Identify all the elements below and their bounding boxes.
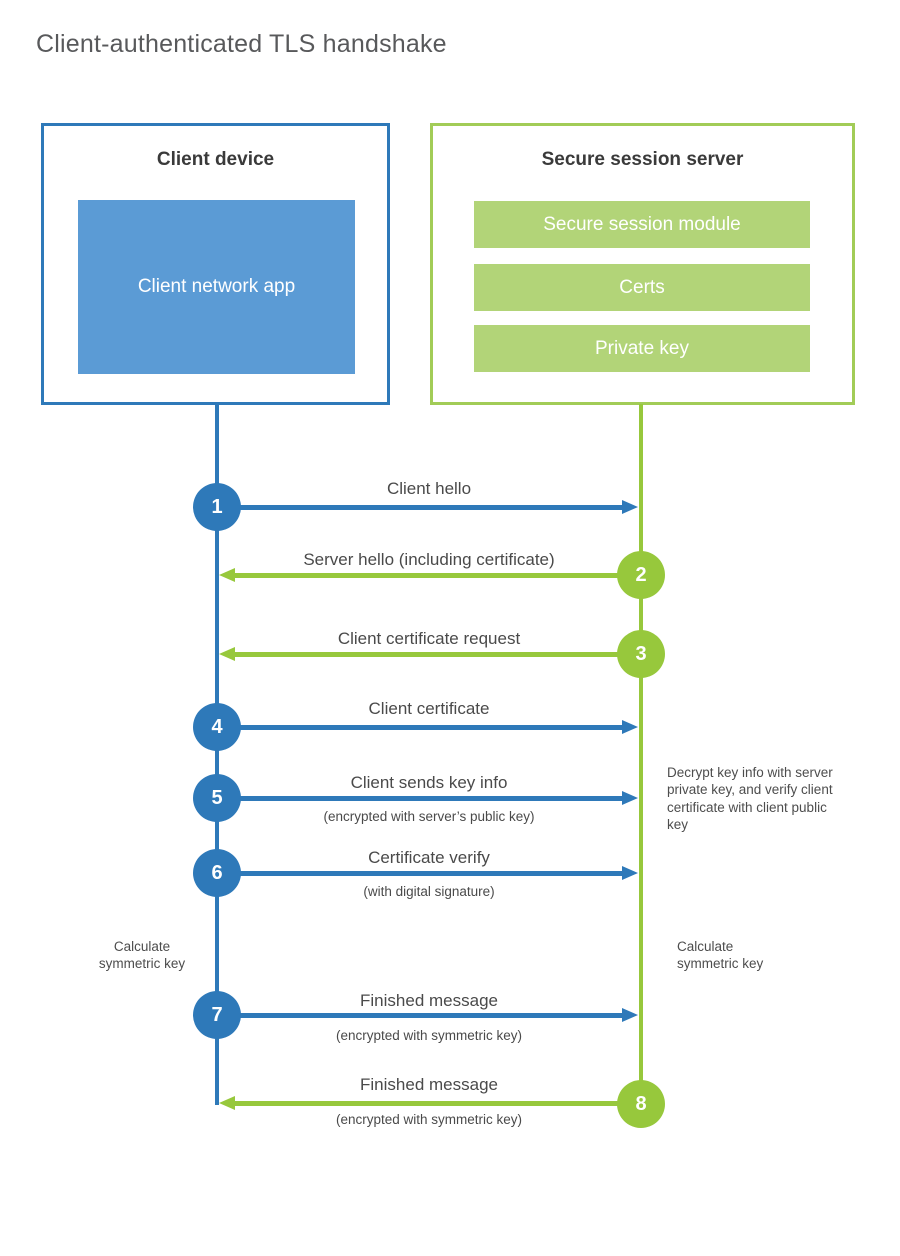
step-1-circle: 1 xyxy=(193,483,241,531)
step-8-circle: 8 xyxy=(617,1080,665,1128)
step-4-number: 4 xyxy=(211,715,223,738)
message-8-arrow-line xyxy=(235,1101,633,1106)
step-3-circle: 3 xyxy=(617,630,665,678)
message-3-arrowhead-icon xyxy=(219,647,235,661)
message-7-label: Finished message xyxy=(360,991,498,1010)
server-module-private-key: Private key xyxy=(474,325,810,372)
server-module-secure-session-module: Secure session module xyxy=(474,201,810,248)
message-8-sublabel: (encrypted with symmetric key) xyxy=(335,1112,523,1127)
step-5-circle: 5 xyxy=(193,774,241,822)
message-5-arrowhead-icon xyxy=(622,791,638,805)
message-6-arrow-line xyxy=(229,871,622,876)
step-6-number: 6 xyxy=(211,861,223,884)
message-2-label: Server hello (including certificate) xyxy=(303,550,555,569)
message-2-arrowhead-icon xyxy=(219,568,235,582)
message-1-arrow-line xyxy=(229,505,622,510)
message-4-label: Client certificate xyxy=(368,699,490,718)
message-1-label: Client hello xyxy=(386,479,472,498)
message-6-sublabel: (with digital signature) xyxy=(363,884,495,899)
message-5-arrow-line xyxy=(229,796,622,801)
message-6-label: Certificate verify xyxy=(368,848,490,867)
step-3-number: 3 xyxy=(635,642,647,665)
message-3-label: Client certificate request xyxy=(337,629,521,648)
message-3-arrow-line xyxy=(235,652,633,657)
message-5-label: Client sends key info xyxy=(350,773,508,792)
step-4-circle: 4 xyxy=(193,703,241,751)
server-lifeline xyxy=(639,404,643,1105)
step-5-number: 5 xyxy=(211,786,223,809)
decrypt-key-note: Decrypt key info with server private key… xyxy=(667,765,833,832)
message-4-arrow-line xyxy=(229,725,622,730)
step-2-circle: 2 xyxy=(617,551,665,599)
message-6-arrowhead-icon xyxy=(622,866,638,880)
message-7-arrow-line xyxy=(229,1013,622,1018)
server-module-certs: Certs xyxy=(474,264,810,311)
page-title: Client-authenticated TLS handshake xyxy=(36,30,447,58)
message-7-arrowhead-icon xyxy=(622,1008,638,1022)
calculate-symmetric-key-note-server: Calculate symmetric key xyxy=(677,939,764,972)
calculate-symmetric-key-note-client: Calculate symmetric key xyxy=(98,939,186,972)
message-4-arrowhead-icon xyxy=(622,720,638,734)
step-6-circle: 6 xyxy=(193,849,241,897)
client-network-app-block: Client network app xyxy=(78,200,355,374)
step-7-circle: 7 xyxy=(193,991,241,1039)
client-device-title: Client device xyxy=(156,149,275,170)
step-2-number: 2 xyxy=(635,563,647,586)
step-7-number: 7 xyxy=(211,1003,223,1026)
message-8-arrowhead-icon xyxy=(219,1096,235,1110)
client-lifeline xyxy=(215,404,219,1105)
step-1-number: 1 xyxy=(211,495,223,518)
message-1-arrowhead-icon xyxy=(622,500,638,514)
secure-session-server-title: Secure session server xyxy=(541,149,744,170)
message-2-arrow-line xyxy=(235,573,633,578)
message-8-label: Finished message xyxy=(360,1075,498,1094)
message-7-sublabel: (encrypted with symmetric key) xyxy=(335,1028,523,1043)
message-5-sublabel: (encrypted with server’s public key) xyxy=(323,809,535,824)
step-8-number: 8 xyxy=(635,1092,647,1115)
